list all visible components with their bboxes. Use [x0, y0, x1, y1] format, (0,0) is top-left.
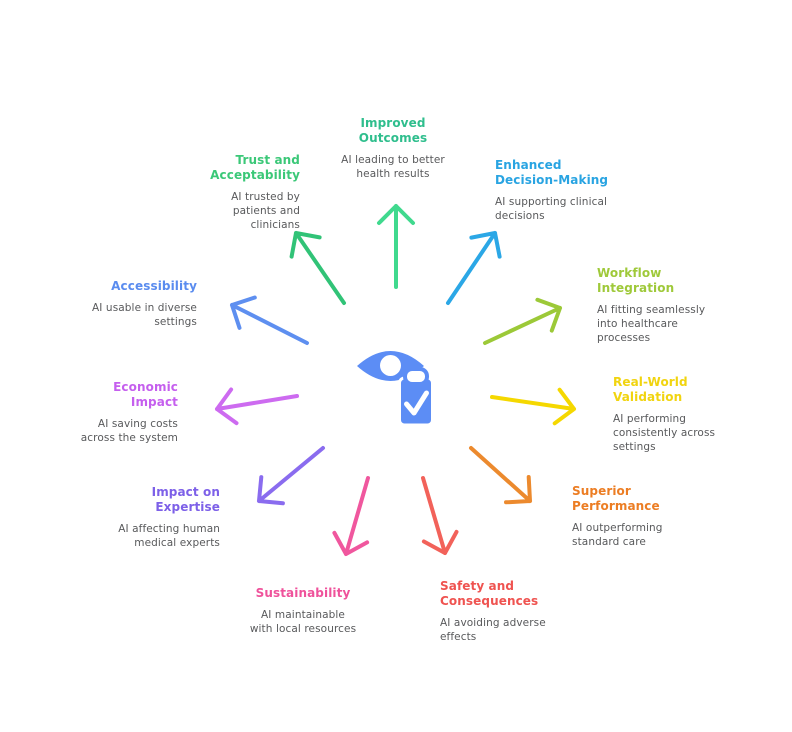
- node-title-real-world-validation: Real-World Validation: [613, 375, 688, 404]
- node-safety-consequences: Safety and Consequences AI avoiding adve…: [440, 579, 546, 644]
- checkmark-icon: [404, 390, 429, 416]
- node-title-workflow-integration: Workflow Integration: [597, 266, 675, 295]
- arrow-safety-consequences: [421, 476, 459, 555]
- arrow-accessibility: [230, 295, 309, 345]
- node-sub-safety-consequences: AI avoiding adverse effects: [440, 617, 546, 643]
- node-title-accessibility: Accessibility: [111, 279, 197, 293]
- node-title-sustainability: Sustainability: [255, 586, 351, 600]
- node-accessibility: Accessibility AI usable in diverse setti…: [92, 279, 197, 329]
- arrow-real-world-validation: [490, 387, 576, 426]
- node-sustainability: Sustainability AI maintainable with loca…: [218, 586, 388, 636]
- node-sub-accessibility: AI usable in diverse settings: [92, 302, 197, 328]
- node-sub-superior-performance: AI outperforming standard care: [572, 522, 663, 548]
- node-impact-expertise: Impact on Expertise AI affecting human m…: [118, 485, 220, 550]
- arrow-trust-acceptability: [289, 231, 346, 305]
- node-sub-sustainability: AI maintainable with local resources: [249, 609, 357, 635]
- node-sub-impact-expertise: AI affecting human medical experts: [118, 523, 220, 549]
- node-title-superior-performance: Superior Performance: [572, 484, 660, 513]
- node-title-improved-outcomes: Improved Outcomes: [358, 116, 428, 145]
- node-trust-acceptability: Trust and Acceptability AI trusted by pa…: [210, 153, 300, 232]
- arrow-improved-outcomes: [377, 204, 415, 289]
- arrow-superior-performance: [469, 446, 532, 505]
- node-sub-improved-outcomes: AI leading to better health results: [341, 154, 445, 180]
- node-workflow-integration: Workflow Integration AI fitting seamless…: [597, 266, 705, 345]
- node-title-safety-consequences: Safety and Consequences: [440, 579, 539, 608]
- node-economic-impact: Economic Impact AI saving costs across t…: [81, 380, 178, 445]
- eye-clipboard-icon: [357, 351, 434, 427]
- clipboard-clip: [403, 367, 429, 386]
- node-sub-economic-impact: AI saving costs across the system: [80, 418, 178, 444]
- node-title-enhanced-decision: Enhanced Decision-Making: [495, 158, 609, 187]
- node-title-economic-impact: Economic Impact: [113, 380, 178, 409]
- node-sub-real-world-validation: AI performing consistently across settin…: [613, 413, 716, 453]
- arrow-sustainability: [332, 476, 370, 556]
- node-sub-trust-acceptability: AI trusted by patients and clinicians: [231, 191, 300, 231]
- arrow-economic-impact: [215, 387, 299, 426]
- node-real-world-validation: Real-World Validation AI performing cons…: [613, 375, 715, 454]
- node-enhanced-decision: Enhanced Decision-Making AI supporting c…: [495, 158, 608, 223]
- arrow-enhanced-decision: [446, 231, 502, 305]
- arrow-workflow-integration: [483, 297, 562, 345]
- node-superior-performance: Superior Performance AI outperforming st…: [572, 484, 663, 549]
- node-sub-enhanced-decision: AI supporting clinical decisions: [495, 196, 608, 222]
- node-improved-outcomes: Improved Outcomes AI leading to better h…: [308, 116, 478, 181]
- node-title-impact-expertise: Impact on Expertise: [151, 485, 220, 514]
- arrow-impact-expertise: [257, 446, 325, 506]
- eye-pupil: [380, 355, 401, 376]
- node-title-trust-acceptability: Trust and Acceptability: [210, 153, 300, 182]
- node-sub-workflow-integration: AI fitting seamlessly into healthcare pr…: [597, 304, 706, 344]
